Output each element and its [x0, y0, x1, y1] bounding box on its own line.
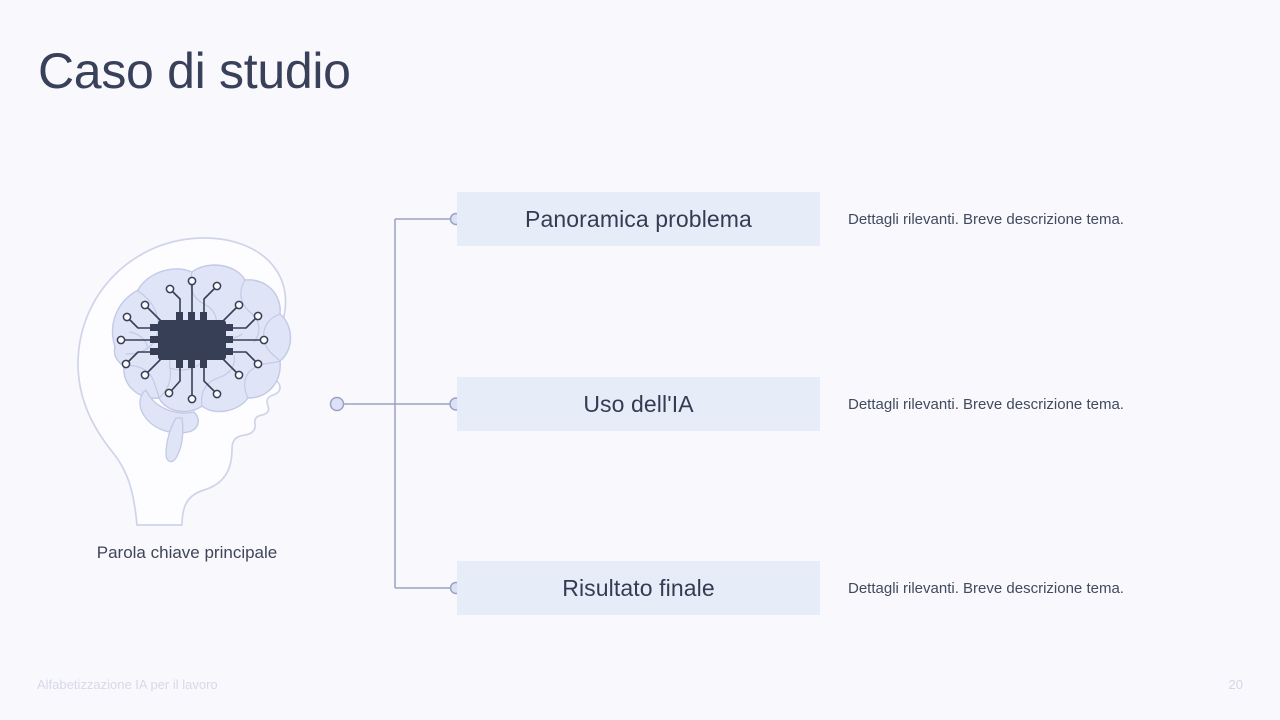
row-box-label: Panoramica problema: [525, 205, 752, 232]
microchip-icon: [116, 276, 269, 404]
illustration-caption: Parola chiave principale: [96, 543, 278, 562]
footer-page-number: 20: [1228, 677, 1243, 692]
row-box-panoramica-problema[interactable]: Panoramica problema: [457, 192, 820, 246]
row-box-label: Uso dell'IA: [583, 390, 694, 417]
page-title: Caso di studio: [38, 43, 351, 99]
row-description: Dettagli rilevanti. Breve descrizione te…: [848, 210, 1124, 228]
row-box-uso-dell-ia[interactable]: Uso dell'IA: [457, 377, 820, 431]
row-description: Dettagli rilevanti. Breve descrizione te…: [848, 395, 1124, 413]
hub-node: [329, 396, 345, 412]
row-description: Dettagli rilevanti. Breve descrizione te…: [848, 579, 1124, 597]
row-box-risultato-finale[interactable]: Risultato finale: [457, 561, 820, 615]
footer-deck-title: Alfabetizzazione IA per il lavoro: [37, 677, 218, 692]
row-box-label: Risultato finale: [562, 574, 715, 601]
head-brain-chip-illustration: [42, 222, 332, 527]
